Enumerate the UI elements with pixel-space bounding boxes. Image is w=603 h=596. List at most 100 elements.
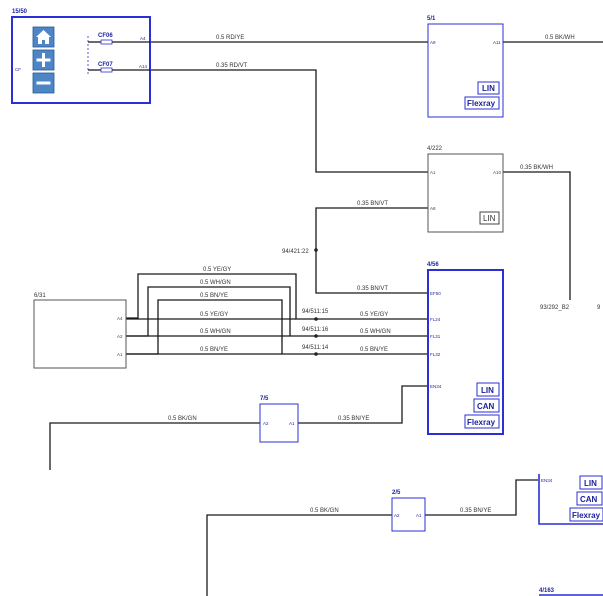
ecu-4-163-id: 4/163 — [539, 588, 555, 594]
pin-fl32: FL32 — [430, 352, 441, 357]
bus-can[interactable] — [576, 491, 603, 506]
wire-label: 0.5 YE/GY — [203, 267, 231, 273]
pin-a9: A9 — [430, 40, 436, 45]
connector-94-421-22: 94/421:22 — [282, 249, 309, 255]
pin-fl24: FL24 — [430, 317, 441, 322]
wire-bn-ye-upper[interactable] — [126, 299, 428, 355]
pin-a1: A1 — [117, 352, 123, 357]
bus-flexray-label: Flexray — [467, 99, 496, 108]
connector-94-511-16: 94/511:16 — [302, 327, 329, 333]
pin-a2: A2 — [394, 513, 400, 518]
ecu-right-lower[interactable]: EN34 LIN CAN Flexray — [538, 474, 603, 525]
ecu-4-56-id: 4/56 — [427, 262, 439, 268]
pin-en34: EN34 — [541, 478, 553, 483]
fuse-label-cf07: CF07 — [98, 62, 113, 68]
relay-2-5-id: 2/5 — [392, 490, 401, 496]
pin-ef50: EF50 — [430, 291, 441, 296]
connector-94-511-15: 94/511:15 — [302, 309, 329, 315]
wire-label: 0.35 BN/YE — [460, 508, 491, 514]
ecu-right-lower-frame — [538, 474, 603, 525]
ecu-5-1-id: 5/1 — [427, 16, 436, 22]
bus-lin-label: LIN — [482, 84, 495, 93]
wires — [49, 41, 603, 596]
home-icon[interactable] — [32, 26, 55, 48]
pin-a1: A1 — [416, 513, 422, 518]
pin-a2: A2 — [263, 421, 269, 426]
wire-label: 0.35 BN/VT — [357, 201, 388, 207]
connector-93-292-b2: 93/292_B2 — [540, 305, 570, 311]
wire-label: 0.5 WH/GN — [200, 329, 231, 335]
pin-a8: A8 — [430, 206, 436, 211]
splice-dot — [314, 248, 318, 252]
plus-icon[interactable] — [32, 49, 55, 71]
connector-labels: 94/421:22 94/511:15 94/511:16 94/511:14 … — [282, 249, 601, 351]
ecu-5-1[interactable]: 5/1 A9 A11 LIN Flexray — [427, 16, 504, 118]
connector-93-292-tail: 9 — [597, 305, 601, 311]
wire-label: 0.5 BK/GN — [310, 508, 339, 514]
bus-lin[interactable] — [479, 211, 500, 225]
wire-label: 0.5 BK/GN — [168, 416, 197, 422]
connector-94-511-14: 94/511:14 — [302, 345, 329, 351]
wire-bk-wh-mid[interactable] — [503, 171, 571, 300]
ecu-4-163[interactable]: 4/163 — [539, 588, 603, 596]
component-6-31-frame — [33, 299, 127, 369]
ecu-4-222-id: 4/222 — [427, 146, 443, 152]
relay-7-5[interactable]: 7/5 A2 A1 — [259, 396, 299, 443]
bus-flexray[interactable] — [569, 507, 603, 522]
splice-dot — [314, 317, 318, 321]
pin-a2: A2 — [117, 334, 123, 339]
wire-label: 0.35 BK/WH — [520, 165, 553, 171]
bus-can-label: CAN — [580, 495, 598, 504]
fuse-box-id: 15/50 — [12, 9, 28, 15]
pin-a4: A4 — [140, 36, 146, 41]
splice-points — [314, 248, 318, 356]
wire-label: 0.5 BN/YE — [200, 347, 228, 353]
fuse-cf06[interactable] — [100, 39, 113, 45]
bus-lin-label: LIN — [483, 214, 496, 223]
wire-label: 0.5 BN/YE — [200, 293, 228, 299]
bus-flexray-label: Flexray — [467, 418, 496, 427]
relay-2-5[interactable]: 2/5 A2 A1 — [391, 490, 426, 532]
pin-a11: A11 — [493, 40, 501, 45]
bus-lin[interactable] — [477, 81, 500, 95]
ecu-4-222[interactable]: 4/222 A1 A10 A8 LIN — [427, 146, 504, 233]
bus-flexray[interactable] — [464, 414, 500, 429]
bus-lin-label: LIN — [584, 479, 597, 488]
splice-dot — [314, 352, 318, 356]
relay-7-5-id: 7/5 — [260, 396, 269, 402]
wire-bk-gn-2[interactable] — [206, 514, 392, 596]
wire-bn-ye-e[interactable] — [425, 479, 538, 516]
bus-lin-label: LIN — [481, 386, 494, 395]
bus-lin[interactable] — [579, 475, 603, 490]
wire-label: 0.5 YE/GY — [360, 312, 388, 318]
wire-label: 0.35 BN/YE — [338, 416, 369, 422]
wire-labels: 0.5 RD/YE 0.5 BK/WH 0.35 RD/VT 0.35 BK/W… — [168, 35, 575, 514]
bus-flexray[interactable] — [464, 96, 500, 110]
wire-label: 0.5 RD/YE — [216, 35, 244, 41]
wire-label: 0.5 BN/YE — [360, 347, 388, 353]
pin-a1: A1 — [289, 421, 295, 426]
pin-a1: A1 — [430, 170, 436, 175]
bus-lin[interactable] — [476, 382, 500, 397]
wire-ye-gy-upper[interactable] — [126, 273, 428, 320]
minus-icon[interactable] — [32, 72, 55, 94]
wire-bn-ye-d[interactable] — [298, 385, 428, 424]
component-6-31[interactable]: 6/31 A4 A2 A1 — [33, 293, 127, 369]
component-6-31-id: 6/31 — [34, 293, 46, 299]
wire-label: 0.5 YE/GY — [200, 312, 228, 318]
wire-label: 0.5 BK/WH — [545, 35, 575, 41]
bus-can[interactable] — [473, 398, 500, 413]
wire-bn-vt[interactable] — [315, 207, 428, 294]
wire-rd-vt[interactable] — [150, 69, 428, 173]
ecu-4-56[interactable]: 4/56 EF50 FL24 FL31 FL32 EN34 LIN CAN Fl… — [427, 262, 504, 435]
fuse-box-side-label: CF — [15, 67, 21, 72]
bus-can-label: CAN — [477, 402, 495, 411]
bus-flexray-label: Flexray — [572, 511, 601, 520]
wire-bk-gn-1[interactable] — [49, 422, 260, 470]
fuse-cf07[interactable] — [100, 67, 113, 73]
splice-dot — [314, 334, 318, 338]
fuse-box-15-50[interactable]: 15/50 CF CF06 A4 CF07 A14 — [11, 9, 151, 104]
wire-label: 0.35 BN/VT — [357, 286, 388, 292]
relay-7-5-frame — [259, 403, 299, 443]
